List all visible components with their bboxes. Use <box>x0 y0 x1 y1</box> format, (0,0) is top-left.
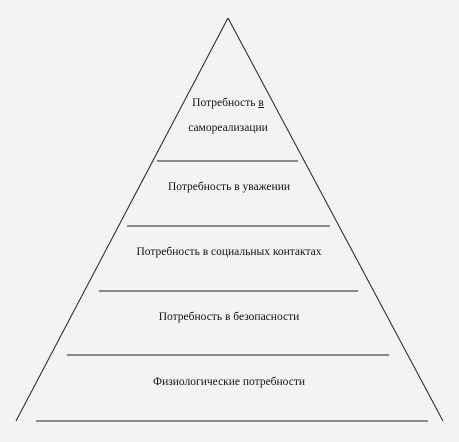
level-social-label: Потребность в социальных контактах <box>98 246 360 259</box>
level-self-actualization-label: Потребность в <box>129 97 327 110</box>
level-safety-text: Потребность в безопасности <box>158 311 300 323</box>
level-social-text: Потребность в социальных контактах <box>136 246 322 258</box>
level-esteem-text: Потребность в уважении <box>167 181 290 193</box>
level-esteem-label: Потребность в уважении <box>128 181 330 194</box>
level-self-actualization-mark: в <box>258 97 264 109</box>
pyramid-right-edge <box>227 17 444 422</box>
pyramid-left-edge <box>15 17 229 422</box>
level-physiological-label: Физиологические потребности <box>68 376 390 389</box>
level-safety-label: Потребность в безопасности <box>98 311 360 324</box>
level-self-actualization-text: Потребность <box>192 97 259 109</box>
level-self-actualization-text-line2: самореализации <box>188 122 268 134</box>
level-physiological-text: Физиологические потребности <box>153 376 305 388</box>
level-self-actualization-label-line2: самореализации <box>129 122 327 135</box>
